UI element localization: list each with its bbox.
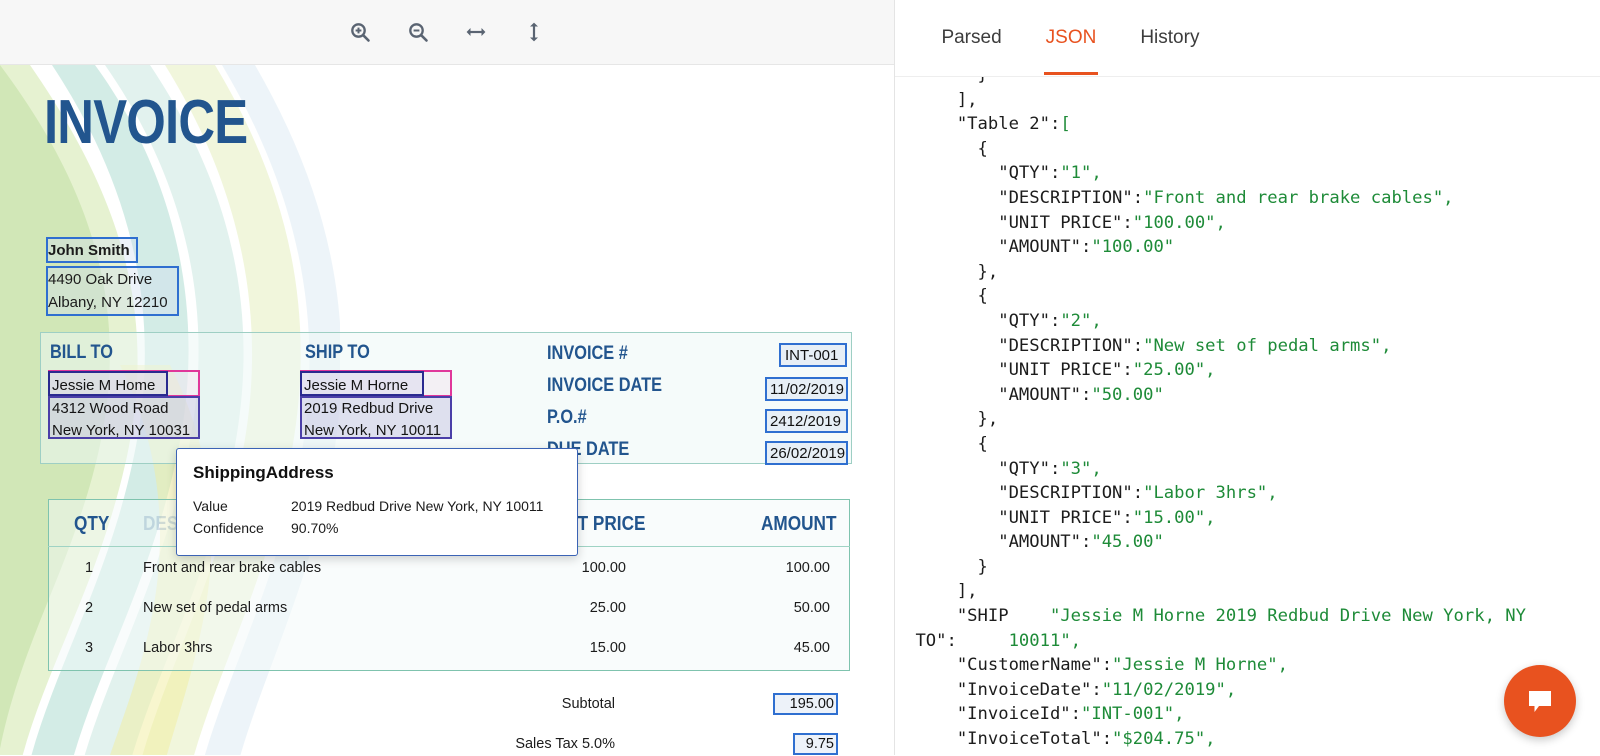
highlight-sales-tax[interactable] <box>793 733 838 755</box>
meta-value-invoice-date: 11/02/2019 <box>770 381 844 398</box>
highlight-subtotal[interactable] <box>773 693 838 715</box>
column-header-qty: QTY <box>74 513 110 535</box>
cell-unit-price: 15.00 <box>589 640 626 656</box>
invoice-page: INVOICE John Smith 4490 Oak Drive Albany… <box>0 65 895 755</box>
tooltip-title: ShippingAddress <box>193 463 334 482</box>
cell-amount: 100.00 <box>785 560 830 576</box>
zoom-in-icon[interactable] <box>343 15 377 49</box>
viewer-toolbar <box>0 0 895 65</box>
bill-to-address-line-1: 4312 Wood Road <box>52 400 169 417</box>
cell-qty: 2 <box>85 600 94 616</box>
json-scroll-area[interactable]: } ], "Table 2":[ { "QTY":"1", "DESCRIPTI… <box>895 77 1600 756</box>
meta-value-due-date: 26/02/2019 <box>770 445 846 462</box>
cell-amount: 45.00 <box>793 640 830 656</box>
sender-address-line-2: Albany, NY 12210 <box>48 294 168 311</box>
ship-to-name: Jessie M Horne <box>304 377 409 394</box>
total-label-subtotal: Subtotal <box>561 696 615 712</box>
highlight-shipping-address[interactable] <box>300 396 452 439</box>
total-value-subtotal: 195.00 <box>789 696 834 712</box>
tab-json[interactable]: JSON <box>1028 1 1115 75</box>
field-tooltip: ShippingAddress Value 2019 Redbud Drive … <box>176 448 578 556</box>
meta-label-invoice-number: INVOICE # <box>547 343 628 364</box>
ship-to-address-line-2: New York, NY 10011 <box>304 422 442 439</box>
total-label-sales-tax: Sales Tax 5.0% <box>515 736 615 752</box>
cell-amount: 50.00 <box>793 600 830 616</box>
highlight-invoice-date[interactable] <box>765 377 848 401</box>
cell-description: New set of pedal arms <box>143 600 288 616</box>
tab-history[interactable]: History <box>1140 27 1200 48</box>
meta-label-po-number: P.O.# <box>547 407 587 428</box>
bill-to-heading: BILL TO <box>50 342 113 363</box>
highlight-shipping-name[interactable] <box>300 371 424 396</box>
column-header-amount: AMOUNT <box>761 513 837 535</box>
zoom-out-icon[interactable] <box>401 15 435 49</box>
chat-bubble-icon[interactable] <box>1504 665 1576 737</box>
highlight-po-number[interactable] <box>765 409 848 433</box>
cell-unit-price: 25.00 <box>589 600 626 616</box>
cell-description: Labor 3hrs <box>143 640 213 656</box>
cell-unit-price: 100.00 <box>581 560 626 576</box>
tooltip-confidence: 90.70% <box>291 520 339 536</box>
tooltip-value-label: Value <box>193 498 228 514</box>
highlight-due-date[interactable] <box>765 441 848 465</box>
cell-qty: 1 <box>85 560 94 576</box>
document-scroll-area[interactable]: INVOICE John Smith 4490 Oak Drive Albany… <box>0 65 895 755</box>
tooltip-value: 2019 Redbud Drive New York, NY 10011 <box>291 498 544 514</box>
document-viewer: INVOICE John Smith 4490 Oak Drive Albany… <box>0 0 895 755</box>
panel-tabs: Parsed JSON History <box>895 0 1600 77</box>
tab-parsed[interactable]: Parsed <box>941 27 1002 48</box>
fit-height-icon[interactable] <box>517 15 551 49</box>
results-panel: Parsed JSON History } ], "Table 2":[ { "… <box>894 0 1600 756</box>
cell-description: Front and rear brake cables <box>143 560 322 576</box>
meta-value-po-number: 2412/2019 <box>770 413 841 430</box>
tooltip-confidence-label: Confidence <box>193 520 264 536</box>
highlight-invoice-number[interactable] <box>779 343 847 367</box>
invoice-title: INVOICE <box>44 88 248 157</box>
meta-value-invoice-number: INT-001 <box>785 347 839 364</box>
sender-address-line-1: 4490 Oak Drive <box>48 271 153 288</box>
tooltip-value-row: Value 2019 Redbud Drive New York, NY 100… <box>193 495 561 517</box>
cell-qty: 3 <box>85 640 94 656</box>
tooltip-confidence-row: Confidence 90.70% <box>193 517 561 539</box>
meta-label-invoice-date: INVOICE DATE <box>547 375 662 396</box>
fit-width-icon[interactable] <box>459 15 493 49</box>
json-output: } ], "Table 2":[ { "QTY":"1", "DESCRIPTI… <box>915 77 1526 750</box>
ship-to-address-line-1: 2019 Redbud Drive <box>304 400 434 417</box>
sender-name: John Smith <box>48 242 130 259</box>
bill-to-address-line-2: New York, NY 10031 <box>52 422 191 439</box>
bill-to-name: Jessie M Home <box>52 377 156 394</box>
total-value-sales-tax: 9.75 <box>805 736 834 752</box>
ship-to-heading: SHIP TO <box>305 342 370 363</box>
